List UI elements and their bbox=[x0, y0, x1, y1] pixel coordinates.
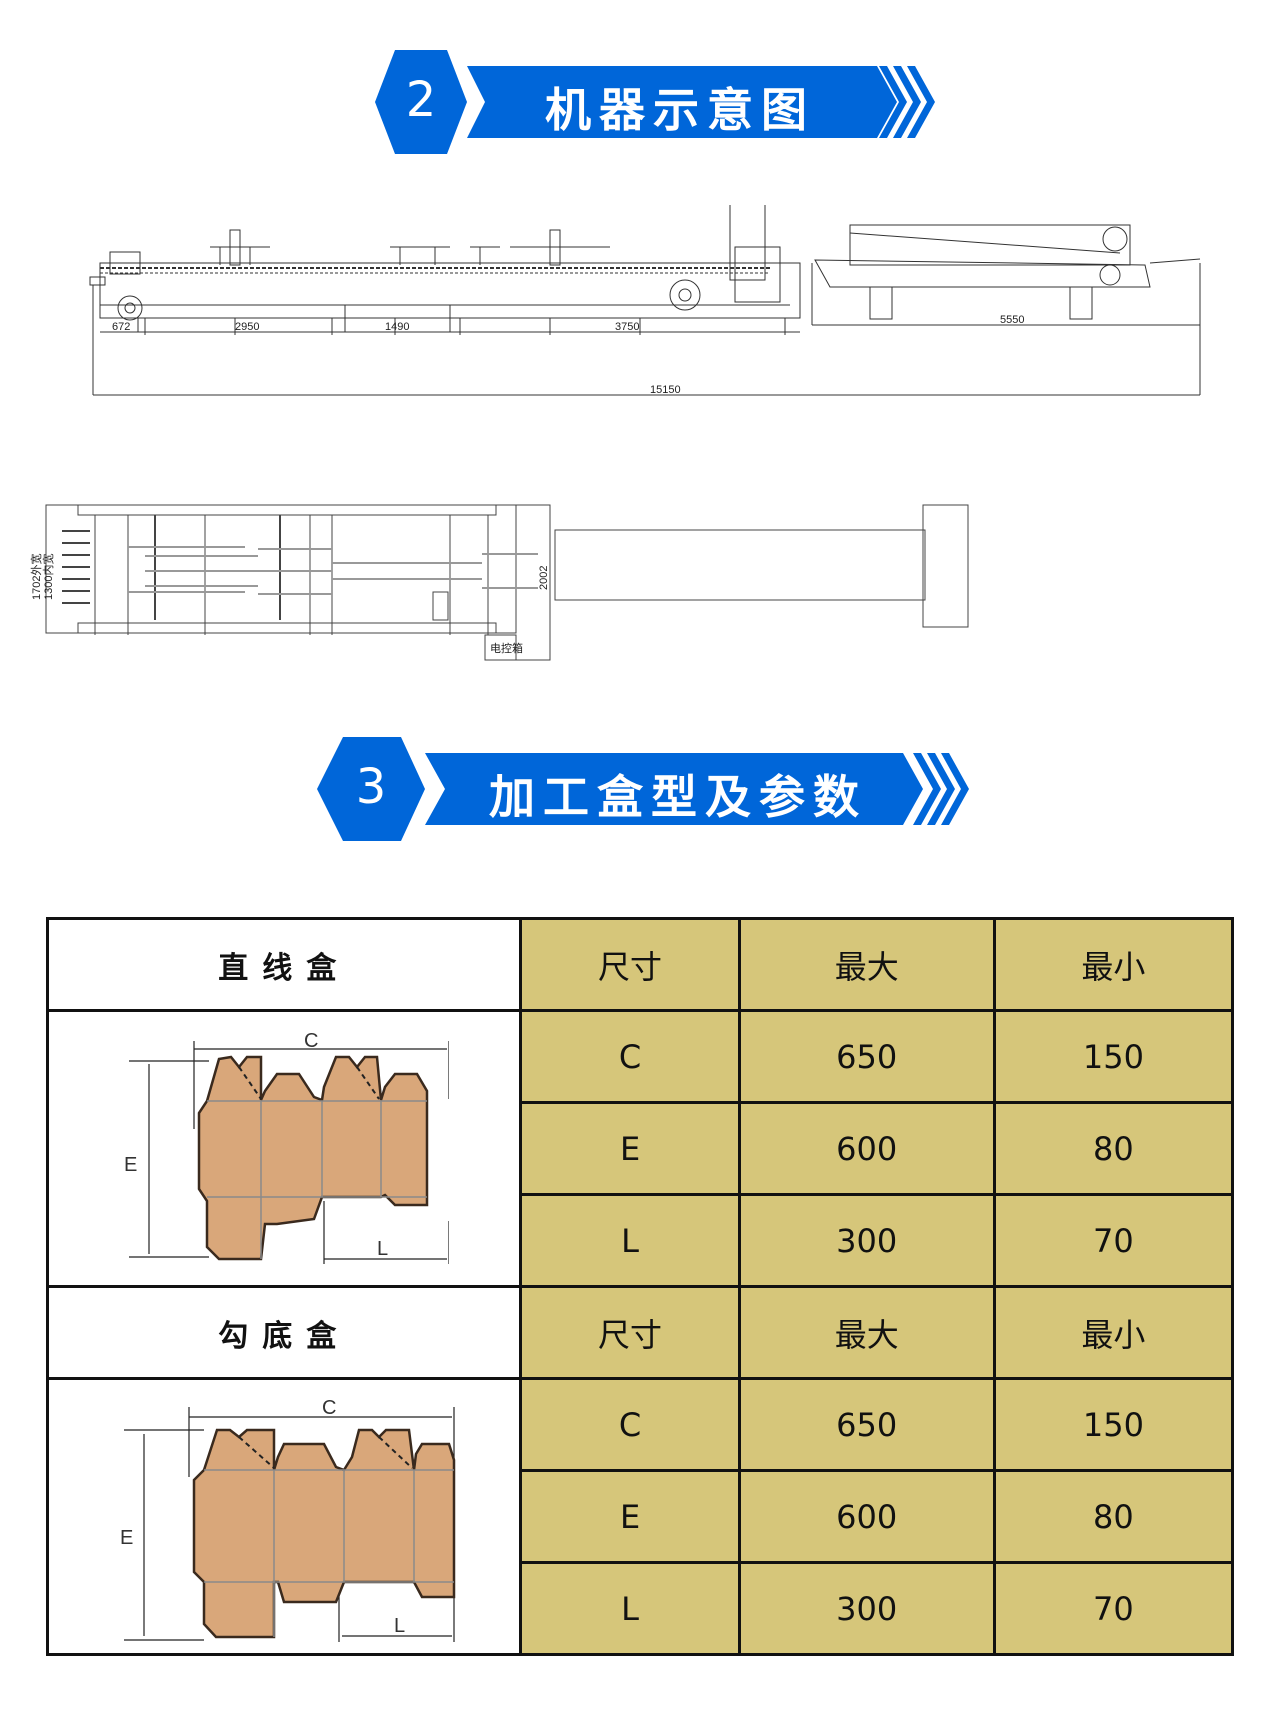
diagram-label-e: E bbox=[124, 1154, 137, 1176]
section-number: 2 bbox=[405, 72, 437, 128]
max-cell: 600 bbox=[737, 1469, 996, 1564]
machine-side-view-diagram: 672 2950 1490 3750 5550 15150 bbox=[89, 199, 1201, 396]
table-row: E 600 80 bbox=[48, 1469, 1235, 1564]
min-cell: 70 bbox=[992, 1561, 1235, 1656]
dim-segment-1: 672 bbox=[112, 321, 130, 333]
carton-diagram-lock-bottom: C E L bbox=[120, 1397, 456, 1642]
machine-top-view-diagram: 1702外宽 1300内宽 2002 电控箱 bbox=[29, 504, 969, 661]
box-type-name: 直线盒 bbox=[45, 917, 523, 1012]
dim-total-length: 15150 bbox=[650, 384, 681, 396]
min-cell: 80 bbox=[992, 1469, 1235, 1564]
header-dimension: 尺寸 bbox=[519, 917, 741, 1012]
diagram-label-c: C bbox=[322, 1397, 336, 1419]
inner-width-label: 1300内宽 bbox=[41, 554, 55, 600]
section-number: 3 bbox=[355, 759, 387, 815]
diagram-label-l: L bbox=[394, 1615, 405, 1637]
banner-shape bbox=[375, 50, 935, 154]
dim-conveyor: 5550 bbox=[1000, 314, 1024, 326]
min-cell: 80 bbox=[992, 1101, 1235, 1196]
table-row: L 300 70 bbox=[48, 1193, 1235, 1288]
table-row: 勾底盒 尺寸 最大 最小 bbox=[45, 1285, 1235, 1380]
machine-top-view: 1702外宽 1300内宽 2002 电控箱 bbox=[29, 495, 1280, 665]
min-cell: 150 bbox=[992, 1009, 1235, 1104]
max-cell: 600 bbox=[737, 1101, 996, 1196]
max-cell: 300 bbox=[737, 1193, 996, 1288]
diagram-label-c: C bbox=[304, 1030, 318, 1052]
diagram-label-l: L bbox=[377, 1238, 388, 1260]
header-dimension: 尺寸 bbox=[519, 1285, 741, 1380]
max-cell: 300 bbox=[737, 1561, 996, 1656]
table-row: E 600 80 bbox=[48, 1101, 1235, 1196]
table-row: 直线盒 尺寸 最大 最小 bbox=[45, 917, 1235, 1012]
min-cell: 150 bbox=[992, 1377, 1235, 1472]
banner-shape bbox=[317, 737, 969, 841]
section-banner-machine-diagram: 2 机器示意图 bbox=[355, 48, 945, 156]
carton-diagram-straight: C E L bbox=[124, 1030, 450, 1264]
header-min: 最小 bbox=[992, 917, 1235, 1012]
control-box-label: 电控箱 bbox=[490, 641, 523, 655]
section-title: 机器示意图 bbox=[545, 83, 815, 137]
dimension-cell: E bbox=[519, 1469, 741, 1564]
header-max: 最大 bbox=[737, 1285, 996, 1380]
section-title: 加工盒型及参数 bbox=[489, 770, 867, 824]
dimension-cell: L bbox=[519, 1561, 741, 1656]
min-cell: 70 bbox=[992, 1193, 1235, 1288]
box-type-name: 勾底盒 bbox=[45, 1285, 523, 1380]
lock-bottom-box-diagram-cell: C E L bbox=[45, 1377, 523, 1656]
diagram-label-e: E bbox=[120, 1527, 133, 1549]
table-row: C E L C 650 150 bbox=[45, 1377, 1235, 1656]
table-row: C E L C 650 150 bbox=[45, 1009, 1235, 1288]
table-row: L 300 70 bbox=[48, 1561, 1235, 1656]
dim-segment-4: 3750 bbox=[615, 321, 639, 333]
box-spec-table: 直线盒 尺寸 最大 最小 bbox=[45, 917, 1235, 1656]
dim-segment-3: 1490 bbox=[385, 321, 409, 333]
outer-width-label: 1702外宽 bbox=[30, 554, 43, 600]
machine-side-view: 672 2950 1490 3750 5550 15150 bbox=[70, 199, 1250, 445]
dim-segment-2: 2950 bbox=[235, 321, 259, 333]
dimension-cell: C bbox=[519, 1009, 741, 1104]
header-max: 最大 bbox=[737, 917, 996, 1012]
dimension-cell: C bbox=[519, 1377, 741, 1472]
dimension-cell: E bbox=[519, 1101, 741, 1196]
dimension-cell: L bbox=[519, 1193, 741, 1288]
straight-box-diagram-cell: C E L bbox=[45, 1009, 523, 1288]
header-min: 最小 bbox=[992, 1285, 1235, 1380]
section-banner-box-types: 3 加工盒型及参数 bbox=[313, 735, 983, 843]
width-2002-label: 2002 bbox=[538, 566, 550, 590]
max-cell: 650 bbox=[737, 1377, 996, 1472]
max-cell: 650 bbox=[737, 1009, 996, 1104]
